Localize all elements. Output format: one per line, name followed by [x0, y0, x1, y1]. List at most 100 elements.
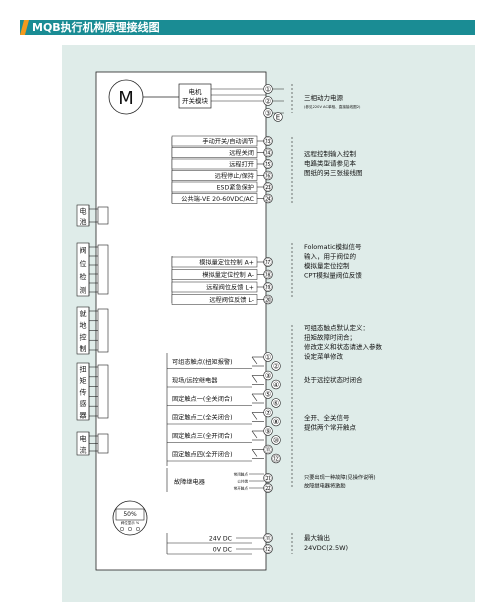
contact-label: 固定触点一(全关闭合)	[172, 395, 233, 403]
remote-terminal-1-number: ⑬	[265, 138, 272, 146]
display-value: 50%	[123, 511, 137, 518]
svg-text:阀: 阀	[80, 246, 87, 255]
contact-6-a	[263, 444, 273, 455]
contact-label: 固定触点四(全开闭合)	[172, 451, 233, 459]
analog-note-line: 输入，用于阀位的	[304, 252, 357, 261]
svg-text:测: 测	[80, 286, 87, 294]
svg-text:感: 感	[80, 399, 87, 408]
remote-terminal-6-number: ㉔	[265, 195, 272, 203]
title-bar	[20, 20, 475, 35]
fault-terminal-1	[263, 473, 273, 483]
power-terminal-1	[263, 533, 273, 543]
remote-terminal-6	[263, 193, 273, 204]
contact-5-a-number: ⑨	[265, 428, 271, 436]
fault-note-line: 只要出现一种故障(见操作说明)	[304, 473, 376, 481]
analog-terminal-4	[263, 294, 273, 305]
contact-4-b	[271, 416, 281, 427]
contact-5-a	[263, 426, 273, 436]
svg-text:检: 检	[80, 272, 87, 281]
analog-terminal-2	[263, 269, 273, 280]
motor-terminal-3	[263, 108, 273, 118]
contact-4-a	[263, 407, 273, 418]
fault-pin-label: 公共端	[237, 479, 248, 484]
contact-label: 固定触点三(全开闭合)	[172, 432, 233, 440]
power-terminal-1-number: ⑪	[265, 535, 272, 543]
module-current: 电流	[76, 431, 109, 456]
contact-2-a	[263, 370, 273, 381]
svg-text:制: 制	[80, 344, 87, 353]
analog-terminal-3	[263, 282, 273, 292]
remote-terminal-3-number: ⑮	[265, 161, 272, 169]
fault-pin-label: 常闭触点	[234, 472, 249, 477]
remote-terminal-3	[263, 159, 273, 169]
remote-terminal-label: 手动开关/自动调节	[202, 138, 254, 146]
contact-note-1-line: 扭矩故障时闭合；	[304, 333, 356, 342]
motor-note-line: 三相动力电源	[304, 93, 344, 102]
contact-notes: 可组态触点默认定义：扭矩故障时闭合；修改定义和状态请进入参数设定菜单修改处于远控…	[304, 323, 383, 432]
remote-terminal-label: 远程停止/保持	[215, 172, 254, 180]
svg-text:器: 器	[80, 411, 87, 419]
contact-5-b	[271, 435, 281, 445]
remote-terminal-1	[263, 136, 273, 146]
remote-terminal-label: ESD紧急保护	[217, 184, 254, 192]
svg-text:控: 控	[80, 332, 87, 341]
svg-text:矩: 矩	[80, 376, 87, 385]
analog-terminal-label: 远程阀位反馈 L-	[209, 296, 254, 304]
contact-1-a-number: ①	[265, 354, 271, 362]
motor-terminal-2	[263, 96, 273, 106]
remote-terminal-2-number: ⑭	[265, 149, 272, 157]
fault-terminal-1-number: ㉑	[265, 475, 272, 483]
svg-text:电: 电	[80, 206, 87, 215]
motor-box-line2: 开关模块	[182, 96, 209, 105]
contact-3-a	[263, 389, 273, 399]
analog-terminal-label: 远程阀位反馈 L+	[206, 284, 254, 292]
fault-note-line: 故障继电器将激励	[304, 482, 346, 490]
remote-terminal-5	[263, 182, 273, 192]
analog-note-line: Folomatic模拟信号	[304, 242, 362, 251]
contact-note-1-line: 修改定义和状态请进入参数	[304, 342, 383, 351]
fault-pin-label: 常开触点	[234, 486, 249, 491]
svg-text:流: 流	[80, 445, 87, 454]
contact-6-b	[271, 453, 281, 464]
remote-terminal-2	[263, 147, 273, 158]
side-modules: 电池阀位检测就地控制扭矩传感器电流电池阀位检测就地控制扭矩传感器电流	[76, 204, 109, 456]
fault-relay-label: 故障继电器	[174, 478, 206, 486]
display-caption: 阀位显示 %	[121, 520, 140, 525]
remote-note-line: 远程控制输入控制	[304, 149, 357, 158]
contact-2-b-number: ④	[273, 381, 279, 389]
earth-terminal	[273, 112, 283, 122]
contact-note-3-line: 提供两个常开触点	[304, 423, 357, 432]
fault-terminal-2-number: ㉒	[265, 485, 272, 493]
position-display: 50% 阀位显示 %	[112, 500, 148, 536]
remote-note-line: 电路类型请参见本	[304, 159, 357, 168]
power-label: 24V DC	[209, 536, 232, 543]
motor-terminal-3-number: ③	[265, 110, 271, 118]
analog-terminal-label: 模拟量定位控制 A-	[202, 271, 254, 279]
contact-6-a-number: ⑪	[265, 446, 272, 454]
power-terminal-2	[263, 544, 273, 554]
contact-1-b-number: ②	[273, 363, 279, 371]
remote-terminal-label: 远程关闭	[229, 149, 254, 157]
svg-text:位: 位	[80, 259, 87, 268]
contact-5-b-number: ⑩	[273, 437, 279, 445]
svg-text:电: 电	[80, 434, 87, 443]
contact-3-b	[271, 398, 281, 408]
remote-terminal-label: 公共端-VE 20-60VDC/AC	[181, 195, 254, 203]
remote-terminal-4-number: ⑯	[265, 172, 272, 180]
power-note-line: 24VDC(2.5W)	[304, 544, 348, 552]
power-label: 0V DC	[213, 547, 232, 554]
fault-terminal-2	[263, 483, 273, 493]
contact-1-b	[271, 361, 281, 371]
svg-text:池: 池	[80, 217, 87, 226]
contact-note-2-line: 处于远控状态时闭合	[304, 375, 363, 384]
contact-2-b	[271, 379, 281, 390]
motor-notes: 三相动力电源(参见220V AC单相、直接接线图2)	[304, 93, 361, 109]
contact-3-b-number: ⑥	[273, 400, 279, 408]
